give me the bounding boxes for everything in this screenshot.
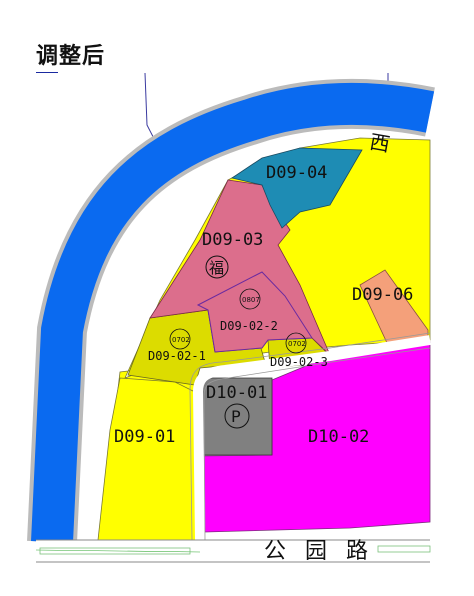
parcel-d09-02-3-label: D09-02-3 <box>270 355 328 369</box>
park-road-edge-mid <box>35 549 201 553</box>
park-road-strip <box>36 540 430 562</box>
green-median <box>39 547 191 555</box>
parcel-orange-strip <box>359 269 429 346</box>
park-road-label: 公 园 路 <box>264 539 374 564</box>
parking-symbol-text: P <box>231 407 241 426</box>
land-code-circle-0702-b <box>285 332 307 354</box>
parcel-d09-01-label: D09-01 <box>114 427 175 447</box>
land-code-0702-a: 0702 <box>172 336 190 344</box>
parcel-d09-06-label: D09-06 <box>352 285 413 305</box>
internal-road-edge-inner <box>203 347 431 541</box>
parcel-d09-02-1-label: D09-02-1 <box>148 349 206 363</box>
river <box>31 82 435 543</box>
parcel-d10-02-label: D10-02 <box>308 427 369 447</box>
page-title: 调整后 <box>36 44 106 69</box>
parcel-d09-03-label: D09-03 <box>202 230 263 250</box>
welfare-symbol-circle <box>205 255 229 279</box>
parcel-d09-01-shape <box>97 377 199 541</box>
welfare-symbol-text: 福 <box>209 259 224 277</box>
land-code-0702-b: 0702 <box>288 340 306 348</box>
river-label: 西 <box>368 129 392 156</box>
parcel-d09-02-2-shape <box>196 271 313 353</box>
parcel-d09-02-2-label: D09-02-2 <box>220 319 278 333</box>
title-underline <box>36 72 58 73</box>
green-median-right <box>377 545 431 553</box>
parcel-d10-01-label: D10-01 <box>206 383 267 403</box>
internal-road <box>192 335 431 541</box>
land-code-0807: 0807 <box>242 296 260 304</box>
land-code-circle-0702-a <box>169 328 191 350</box>
parcel-d09-04-shape <box>231 147 363 229</box>
parcel-d09-04-label: D09-04 <box>266 163 327 183</box>
internal-road-edge <box>189 332 431 541</box>
parking-symbol-circle <box>224 403 250 429</box>
land-code-circle-0807 <box>239 288 261 310</box>
